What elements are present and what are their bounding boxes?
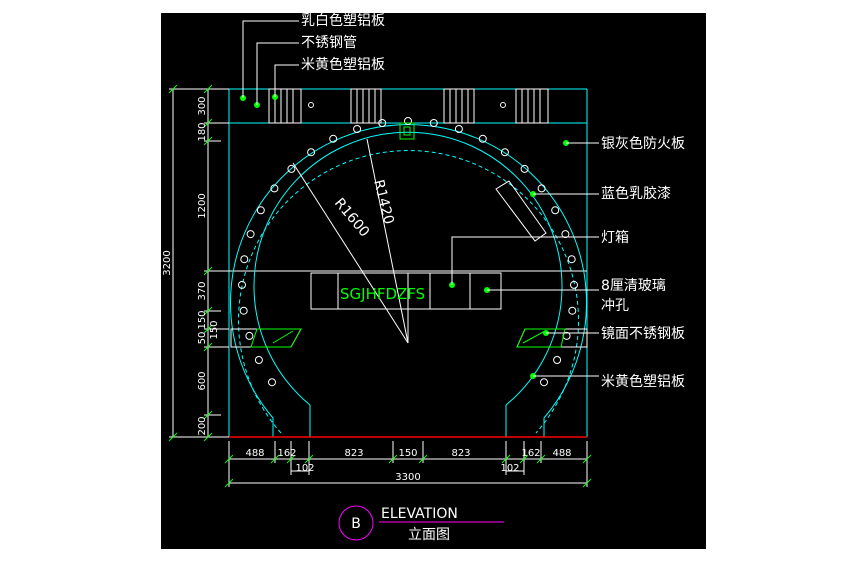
top-small-box-inner [403,126,411,136]
ring-hole [378,119,387,127]
label-milk-white-panel: 乳白色塑铝板 [301,13,385,29]
dim-left-7: 600 [197,371,208,390]
dim-left-3: 1200 [197,193,208,218]
ring-hole [537,184,546,193]
ring-hole [404,117,412,125]
left-dimension-chain [168,84,229,442]
ring-hole [454,125,463,133]
dim-left-6: 50 [197,332,208,345]
label-beige-panel-bottom: 米黄色塑铝板 [601,373,685,390]
ring-hole [256,206,265,215]
ring-hole [307,148,316,157]
label-punched: 冲孔 [601,298,629,314]
radius-lines [292,138,409,344]
radius-label-1600: R1600 [331,195,372,240]
ring-hole [353,125,362,133]
ring-hole [246,230,255,239]
dim-left-2: 180 [197,122,208,141]
ring-hole [568,306,577,315]
ring-hole [254,356,263,364]
label-silver-fireproof: 银灰色防火板 [601,135,685,152]
outer-frame [228,88,588,437]
ring-holes [238,117,578,387]
cad-viewport: R1600 R1420 SGJHFDZFS 乳白色塑铝板 不锈钢管 米黄色塑铝板… [161,13,706,549]
ring-hole [500,148,509,157]
light-box [310,272,502,310]
dim-bottom-5: 823 [451,448,470,459]
title-marker: B [351,516,361,532]
dim-total-width: 3300 [395,472,420,483]
dim-left-8: 200 [197,416,208,435]
ring-hole [553,356,562,364]
leader-lines [242,20,599,377]
title-main: ELEVATION [381,506,458,522]
ring-hole [287,164,296,173]
ring-hole [540,378,548,387]
dim-bottom-6: 162 [521,448,540,459]
ring-hole [238,280,246,289]
label-blue-latex: 蓝色乳胶漆 [601,185,671,202]
ring-hole [268,378,276,387]
title-sub: 立面图 [408,527,450,543]
dim-bottom-2: 162 [277,448,296,459]
elevation-drawing: R1600 R1420 SGJHFDZFS 乳白色塑铝板 不锈钢管 米黄色塑铝板… [162,13,685,543]
ring-hole [239,306,248,315]
top-small-box [399,122,415,140]
dim-bottom-small-1: 102 [295,463,314,474]
sign-text: SGJHFDZFS [340,285,425,303]
label-light-box: 灯箱 [601,230,629,246]
mirror-panels [230,328,588,348]
ring-hole [329,134,338,143]
dim-bottom-4: 150 [398,448,417,459]
dim-left-extra: 150 [209,320,220,339]
dim-bottom-7: 488 [552,448,571,459]
label-beige-panel-top: 米黄色塑铝板 [301,56,385,73]
bottom-dimension-chain [224,441,592,488]
top-band-tubes [268,88,549,124]
dim-bottom-1: 488 [245,448,264,459]
dim-left-4: 370 [197,281,208,300]
ring-hole [429,119,438,127]
radius-label-1420: R1420 [370,178,396,226]
slanted-panel [495,180,547,242]
title-marker-circle [338,505,374,541]
ring-hole [567,255,576,264]
ring-hole [561,230,570,239]
ring-hole [240,255,249,264]
dim-total-height: 3200 [162,250,173,275]
ring-hole [245,331,254,340]
ring-hole [570,280,578,289]
label-stainless-tube: 不锈钢管 [301,35,357,51]
ring-hole [520,164,529,173]
ring-hole [270,184,279,193]
dim-left-5: 150 [197,310,208,329]
ring-hole [551,206,560,215]
dim-bottom-3: 823 [344,448,363,459]
dim-left-1: 300 [197,96,208,115]
ring-hole [478,134,487,143]
label-clear-glass: 8厘清玻璃 [601,277,666,294]
dim-bottom-small-2: 102 [500,463,519,474]
label-mirror-steel: 镜面不锈钢板 [601,326,685,342]
